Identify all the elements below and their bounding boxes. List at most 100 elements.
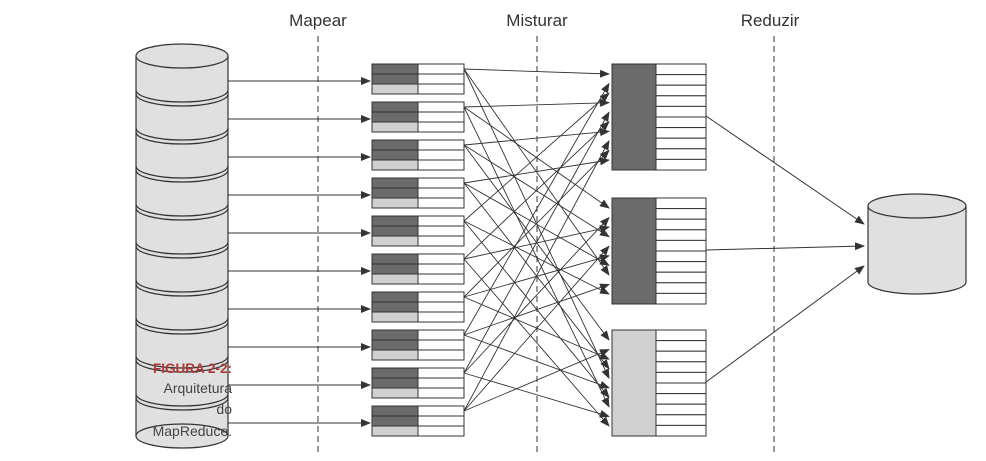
- shuffle-arrow: [463, 149, 610, 298]
- db-slice-line: [135, 169, 229, 183]
- map-task-cell: [371, 253, 419, 265]
- map-task-cell: [417, 139, 465, 151]
- map-task-cell: [371, 273, 419, 285]
- reducer-row: [655, 282, 707, 294]
- shuffle-arrow: [463, 283, 610, 336]
- map-task-cell: [417, 339, 465, 351]
- db-slice-line: [135, 241, 229, 255]
- map-task-cell: [417, 187, 465, 199]
- map-task-cell: [417, 101, 465, 113]
- map-task-cell: [371, 63, 419, 75]
- shuffle-arrow: [463, 349, 610, 412]
- reducer-block: [611, 329, 657, 437]
- db-bottom-mask: [137, 434, 227, 437]
- shuffle-arrow: [463, 111, 610, 374]
- output-db-top: [867, 193, 967, 219]
- map-task-cell: [371, 177, 419, 189]
- map-task: [371, 253, 465, 285]
- reducer-to-output-arrow: [705, 265, 865, 383]
- db-slice-line: [135, 321, 229, 335]
- stage-label-shuffle: Misturar: [506, 11, 568, 30]
- shuffle-arrow: [463, 121, 610, 260]
- db-slice-line: [135, 89, 229, 103]
- reducer-row: [655, 158, 707, 171]
- reducer-block: [611, 63, 657, 171]
- map-task-cell: [371, 329, 419, 341]
- map-task-cell: [371, 425, 419, 437]
- reducer-2: [611, 197, 707, 305]
- map-task-cell: [417, 349, 465, 361]
- reducer-row: [655, 292, 707, 305]
- map-task-cell: [417, 235, 465, 247]
- map-task-cell: [417, 387, 465, 399]
- map-task-cell: [371, 121, 419, 133]
- map-task-cell: [417, 405, 465, 417]
- map-task: [371, 367, 465, 399]
- map-task-cell: [371, 101, 419, 113]
- map-task-cell: [371, 187, 419, 199]
- reducer-row: [655, 218, 707, 231]
- map-task-cell: [371, 215, 419, 227]
- figure-caption-line-2: do: [216, 401, 232, 417]
- map-task-cell: [371, 405, 419, 417]
- figure-caption-line-3: MapReduce.: [153, 423, 232, 439]
- map-task-cell: [417, 197, 465, 209]
- shuffle-arrow: [463, 334, 610, 389]
- reducer-row: [655, 74, 707, 86]
- map-task: [371, 329, 465, 361]
- shuffle-arrow: [463, 106, 610, 408]
- reducer-row: [655, 329, 707, 342]
- map-task: [371, 215, 465, 247]
- reducer-row: [655, 350, 707, 363]
- db-slice-line: [135, 317, 229, 331]
- reducer-row: [655, 371, 707, 384]
- map-task-cell: [371, 73, 419, 85]
- output-db-bottom: [867, 281, 967, 295]
- map-task-cell: [371, 301, 419, 313]
- shuffle-arrow: [463, 258, 610, 427]
- reducer-3: [611, 329, 707, 437]
- shuffle-arrow: [463, 372, 610, 418]
- db-slice-line: [135, 131, 229, 145]
- map-task: [371, 177, 465, 209]
- db-body: [135, 55, 229, 437]
- db-slice-line: [135, 245, 229, 259]
- map-task-cell: [417, 215, 465, 227]
- reducer-row: [655, 197, 707, 210]
- map-task-cell: [371, 139, 419, 151]
- map-task-cell: [371, 367, 419, 379]
- reducer-row: [655, 403, 707, 416]
- reducer-row: [655, 414, 707, 426]
- shuffle-arrow: [463, 92, 610, 222]
- db-slice-line: [135, 165, 229, 179]
- reducer-row: [655, 95, 707, 107]
- input-database: [135, 43, 229, 449]
- reducer-row: [655, 340, 707, 352]
- shuffle-arrow: [463, 140, 610, 412]
- output-database: [867, 193, 967, 295]
- map-task: [371, 291, 465, 323]
- map-task-cell: [371, 387, 419, 399]
- db-slice-line: [135, 203, 229, 217]
- shuffle-arrow: [463, 157, 610, 184]
- reducer-row: [655, 208, 707, 220]
- db-slice-line: [135, 283, 229, 297]
- map-task-cell: [371, 291, 419, 303]
- map-task-cell: [417, 301, 465, 313]
- shuffle-arrow: [463, 220, 610, 399]
- reducer-row: [655, 361, 707, 373]
- reducer-row: [655, 239, 707, 252]
- map-tasks: [371, 63, 465, 437]
- db-slice-line: [135, 279, 229, 293]
- reducer-row: [655, 105, 707, 118]
- reducer-1: [611, 63, 707, 171]
- shuffle-arrow: [463, 98, 610, 108]
- shuffle-arrow: [463, 128, 610, 146]
- map-task: [371, 405, 465, 437]
- figure-caption-line-1: Arquitetura: [164, 380, 233, 396]
- map-task-cell: [417, 73, 465, 85]
- reducer-row: [655, 261, 707, 273]
- db-slice-line: [135, 207, 229, 221]
- shuffle-arrow: [463, 82, 610, 336]
